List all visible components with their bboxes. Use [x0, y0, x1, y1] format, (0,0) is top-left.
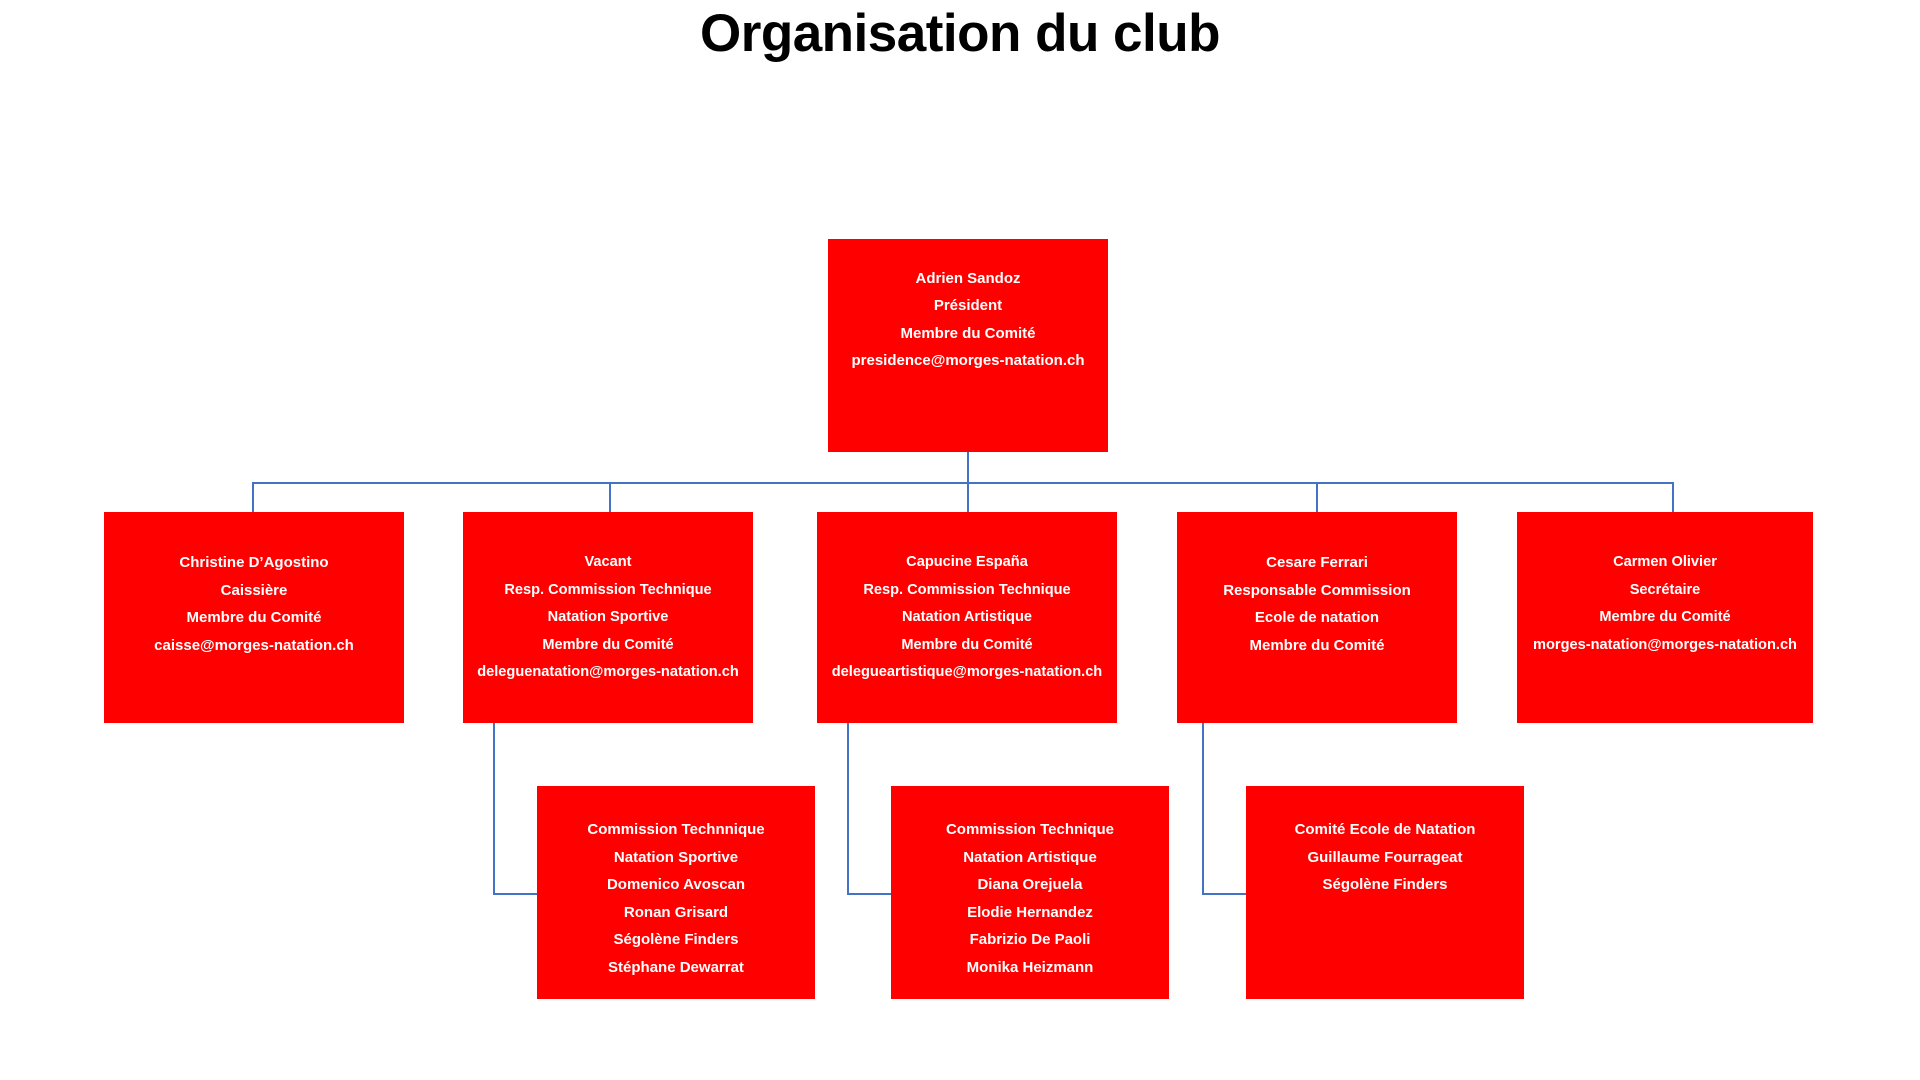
org-node-line: Membre du Comité [1249, 636, 1385, 654]
org-node-resp-natation-sportive[interactable]: Vacant Resp. Commission Technique Natati… [463, 512, 753, 723]
org-node-secretaire[interactable]: Carmen Olivier Secrétaire Membre du Comi… [1517, 512, 1813, 723]
org-node-line: Stéphane Dewarrat [608, 958, 744, 976]
org-node-line: Membre du Comité [901, 636, 1033, 653]
org-node-line: Resp. Commission Technique [863, 581, 1071, 598]
org-node-line: Président [933, 297, 1003, 314]
org-node-line: Natation Artistique [902, 609, 1032, 625]
org-node-line: Vacant [584, 554, 632, 570]
connector-drop-level2-2 [967, 482, 969, 512]
page-title: Organisation du club [699, 4, 1221, 63]
org-node-line: Responsable Commission [1223, 581, 1411, 599]
connector-drop-level2-1 [609, 482, 611, 512]
org-node-line: Domenico Avoscan [606, 876, 746, 893]
org-node-line: Ecole de natation [1254, 609, 1380, 626]
org-node-commission-technique-artistique[interactable]: Commission Technique Natation Artistique… [891, 786, 1169, 999]
org-node-line: Diana Orejuela [977, 876, 1083, 893]
org-node-line: Comité Ecole de Natation [1294, 821, 1476, 838]
connector-elbow-stem-1 [847, 723, 849, 895]
connector-elbow-arm-1 [847, 893, 893, 895]
org-node-line: deleguenatation@morges-natation.ch [477, 664, 739, 680]
org-node-resp-ecole-de-natation[interactable]: Cesare Ferrari Responsable Commission Ec… [1177, 512, 1457, 723]
connector-drop-level2-4 [1672, 482, 1674, 512]
org-node-comite-ecole-de-natation[interactable]: Comité Ecole de Natation Guillaume Fourr… [1246, 786, 1524, 999]
org-node-line: Fabrizio De Paoli [969, 931, 1091, 948]
org-node-line: Carmen Olivier [1613, 554, 1717, 570]
org-node-resp-natation-artistique[interactable]: Capucine España Resp. Commission Techniq… [817, 512, 1117, 723]
org-node-line: Cesare Ferrari [1266, 554, 1368, 571]
org-node-caissiere[interactable]: Christine D’Agostino Caissière Membre du… [104, 512, 404, 723]
org-node-line: Ségolène Finders [1322, 876, 1448, 893]
org-node-line: Resp. Commission Technique [504, 581, 712, 598]
connector-drop-level2-0 [252, 482, 254, 512]
org-node-line: Caissière [220, 581, 288, 599]
org-node-commission-technique-sportive[interactable]: Commission Technnique Natation Sportive … [537, 786, 815, 999]
org-node-line: Commission Technnique [587, 821, 765, 838]
connector-president-stem [967, 452, 969, 484]
connector-drop-level2-3 [1316, 482, 1318, 512]
connector-elbow-arm-0 [493, 893, 539, 895]
connector-level2-bus [252, 482, 1674, 484]
org-node-line: Elodie Hernandez [967, 903, 1093, 921]
org-node-line: Membre du Comité [900, 324, 1036, 342]
org-node-line: Secrétaire [1629, 581, 1701, 598]
org-node-line: Ségolène Finders [613, 931, 739, 948]
org-node-president[interactable]: Adrien Sandoz Président Membre du Comité… [828, 239, 1108, 452]
org-node-line: caisse@morges-natation.ch [154, 636, 354, 654]
connector-elbow-arm-2 [1202, 893, 1248, 895]
org-node-line: morges-natation@morges-natation.ch [1533, 636, 1797, 653]
org-node-line: Natation Artistique [963, 848, 1097, 866]
org-node-line: Christine D’Agostino [179, 554, 329, 571]
connector-elbow-stem-0 [493, 723, 495, 895]
org-node-line: Adrien Sandoz [915, 269, 1021, 287]
org-node-line: presidence@morges-natation.ch [851, 352, 1085, 369]
org-node-line: Membre du Comité [1599, 609, 1731, 625]
org-node-line: Commission Technique [945, 821, 1115, 838]
org-node-line: Monika Heizmann [966, 958, 1094, 976]
org-node-line: Natation Sportive [613, 848, 739, 866]
org-node-line: Membre du Comité [186, 609, 322, 626]
org-node-line: Capucine España [906, 554, 1028, 570]
connector-elbow-stem-2 [1202, 723, 1204, 895]
org-node-line: delegueartistique@morges-natation.ch [831, 664, 1103, 680]
org-node-line: Guillaume Fourrageat [1307, 848, 1463, 866]
org-node-line: Natation Sportive [547, 609, 669, 625]
org-node-line: Ronan Grisard [623, 903, 729, 921]
org-node-line: Membre du Comité [542, 636, 674, 653]
